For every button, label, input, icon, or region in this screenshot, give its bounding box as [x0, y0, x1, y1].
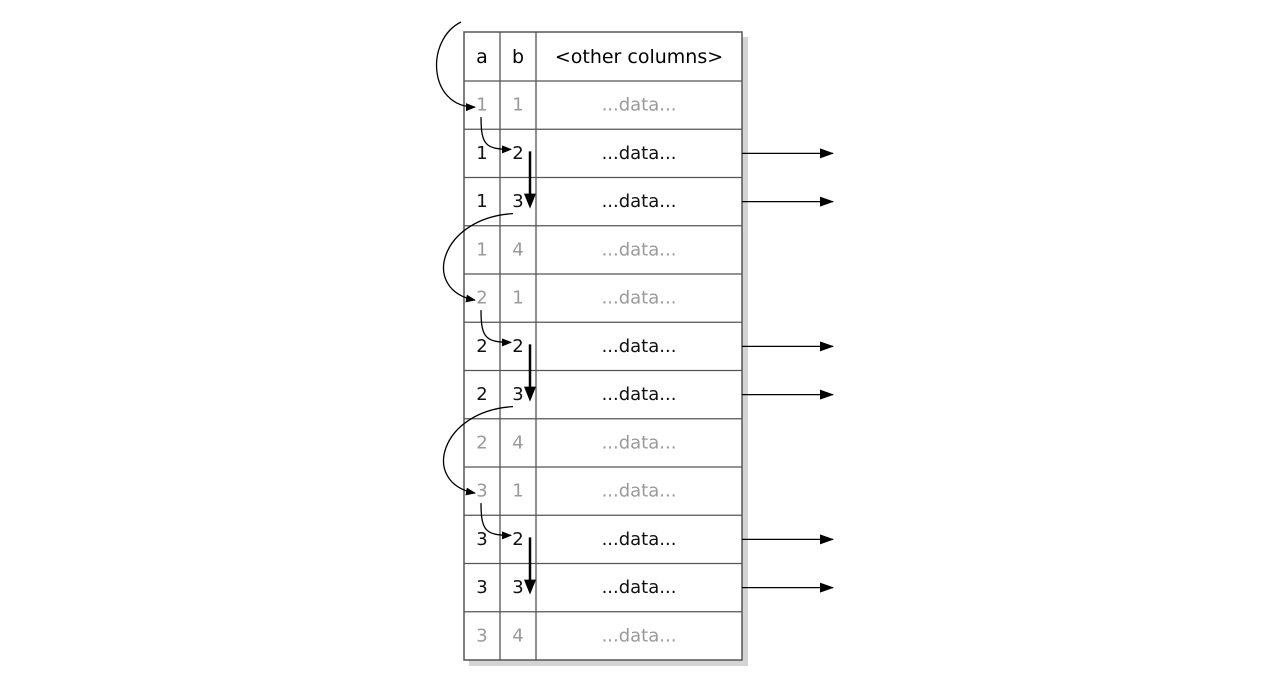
scan-entry-arrow	[435, 21, 476, 112]
cell-a: 1	[476, 191, 487, 212]
range-scan-arrowhead	[524, 386, 536, 402]
cell-data: ...data...	[602, 143, 677, 164]
cell-b: 3	[512, 384, 523, 405]
cell-a: 1	[476, 95, 487, 116]
table-grid	[464, 32, 742, 660]
cell-b: 2	[512, 336, 523, 357]
cell-b: 4	[512, 432, 523, 453]
table-row: 3 4 ...data...	[476, 625, 676, 646]
cell-b: 4	[512, 239, 523, 260]
cell-a: 1	[476, 143, 487, 164]
table-row: 2 1 ...data...	[476, 288, 676, 309]
cell-a: 1	[476, 239, 487, 260]
table-rows: 1 1 ...data... 1 2 ...data... 1 3 ...data... 1 4..…	[476, 95, 676, 647]
cell-b: 2	[512, 143, 523, 164]
skip-scan-jump-arrow	[442, 212, 514, 303]
cell-data: ...data...	[602, 191, 677, 212]
cell-data: ...data...	[602, 432, 677, 453]
cell-a: 2	[476, 288, 487, 309]
header-a: a	[476, 46, 488, 68]
table-row: 3 3 ...data...	[476, 577, 676, 598]
table-row: 2 3 ...data...	[476, 384, 676, 405]
seek-hop-arrow	[480, 503, 512, 540]
cell-a: 2	[476, 384, 487, 405]
table-row: 1 2 ...data...	[476, 143, 676, 164]
cell-data: ...data...	[602, 625, 677, 646]
header-other-columns: <other columns>	[555, 46, 723, 68]
seek-hop-arrow	[480, 310, 512, 347]
cell-b: 1	[512, 481, 523, 502]
cell-b: 3	[512, 191, 523, 212]
cell-a: 3	[476, 481, 487, 502]
table-header: a b <other columns>	[476, 46, 723, 68]
cell-a: 3	[476, 625, 487, 646]
cell-data: ...data...	[602, 95, 677, 116]
cell-b: 3	[512, 577, 523, 598]
cell-data: ...data...	[602, 577, 677, 598]
cell-data: ...data...	[602, 336, 677, 357]
cell-b: 1	[512, 288, 523, 309]
skip-scan-jump-arrow	[442, 405, 514, 496]
table-row: 1 1 ...data...	[476, 95, 676, 116]
table-row: 1 4 ...data...	[476, 239, 676, 260]
cell-a: 2	[476, 432, 487, 453]
cell-b: 2	[512, 529, 523, 550]
table-row: 2 2 ...data...	[476, 336, 676, 357]
range-scan-arrowhead	[524, 193, 536, 209]
cell-data: ...data...	[602, 239, 677, 260]
table-row: 1 3 ...data...	[476, 191, 676, 212]
cell-b: 1	[512, 95, 523, 116]
seek-hop-arrow	[480, 117, 512, 154]
cell-data: ...data...	[602, 481, 677, 502]
cell-a: 3	[476, 577, 487, 598]
cell-data: ...data...	[602, 288, 677, 309]
scan-arrows	[435, 21, 834, 595]
range-scan-arrowhead	[524, 579, 536, 595]
cell-a: 2	[476, 336, 487, 357]
cell-b: 4	[512, 625, 523, 646]
table-row: 2 4 ...data...	[476, 432, 676, 453]
cell-data: ...data...	[602, 529, 677, 550]
table-row: 3 1 ...data...	[476, 481, 676, 502]
cell-a: 3	[476, 529, 487, 550]
table-row: 3 2 ...data...	[476, 529, 676, 550]
header-b: b	[512, 46, 524, 68]
cell-data: ...data...	[602, 384, 677, 405]
